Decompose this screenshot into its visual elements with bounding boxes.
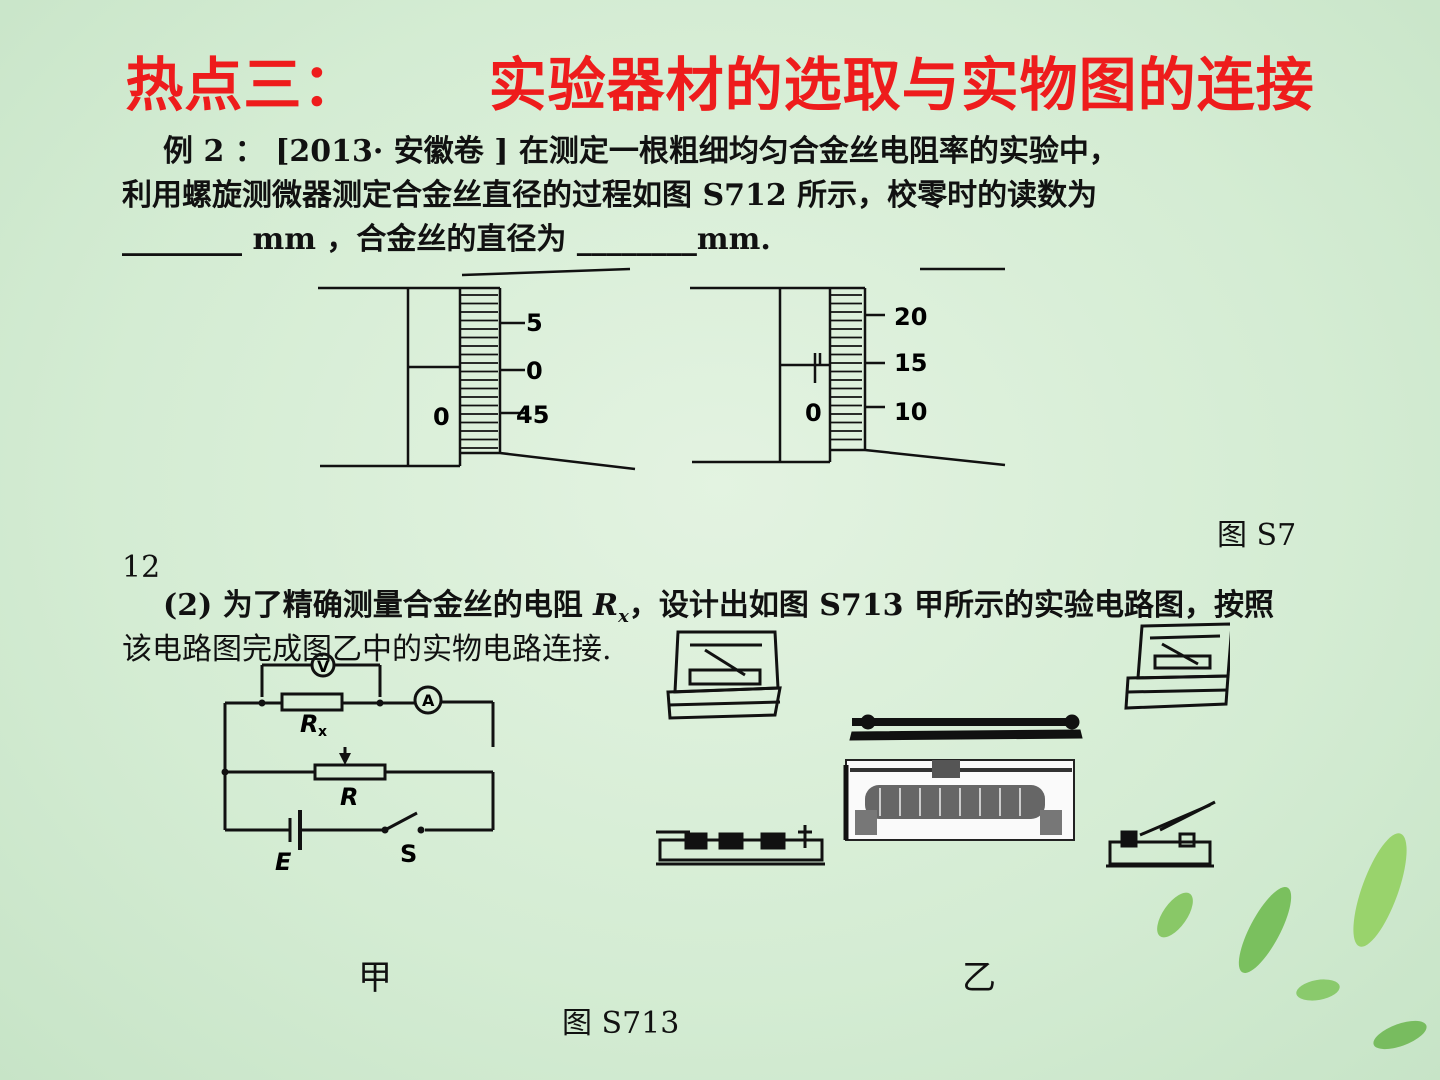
unit-text-2: mm. bbox=[696, 222, 771, 257]
slide-title: 热点三： 实验器材的选取与实物图的连接 bbox=[125, 51, 1315, 119]
rx-label: R bbox=[300, 710, 318, 738]
micrometer-figure: 5 0 45 0 20 15 10 0 bbox=[318, 267, 1006, 471]
battery-device-icon bbox=[656, 825, 825, 866]
part2-rest: ，设计出如图 S713 甲所示的实验电路图，按照 bbox=[628, 588, 1275, 623]
label-jia: 甲 bbox=[358, 958, 392, 998]
figure-s712-caption-wrap: 12 bbox=[122, 550, 161, 585]
figure-s712-caption: 图 S7 bbox=[1217, 518, 1297, 553]
answer-blank-1: ________ bbox=[122, 222, 242, 257]
switch-device-icon bbox=[1106, 800, 1216, 868]
micrometer-right-label-10: 10 bbox=[894, 398, 927, 426]
micrometer-left bbox=[318, 267, 636, 471]
part2-line-1: (2) 为了精确测量合金丝的电阻 Rx，设计出如图 S713 甲所示的实验电路图… bbox=[163, 584, 1274, 639]
circuit-diagram-jia: V A R x R E S bbox=[221, 652, 495, 876]
physical-components-yi bbox=[656, 622, 1230, 868]
voltmeter-device-icon bbox=[666, 630, 782, 720]
example-line-2: 利用螺旋测微器测定合金丝直径的过程如图 S712 所示，校零时的读数为 bbox=[122, 178, 1098, 213]
example-line-3: ________ mm ，合金丝的直径为 ________mm. bbox=[122, 218, 771, 262]
micrometer-right-label-20: 20 bbox=[894, 303, 927, 331]
alloy-wire-board-icon bbox=[849, 714, 1083, 741]
leaf-icon bbox=[1238, 887, 1292, 973]
switch-label: S bbox=[400, 840, 417, 868]
micrometer-left-label-45: 45 bbox=[516, 401, 549, 429]
rheostat-label: R bbox=[340, 783, 358, 811]
rheostat-device-icon bbox=[843, 759, 1075, 841]
answer-blank-2: ________ bbox=[576, 222, 697, 257]
micrometer-left-main-zero: 0 bbox=[433, 403, 450, 431]
leaf-icon bbox=[1296, 979, 1340, 1001]
part2-prefix: (2) 为了精确测量合金丝的电阻 bbox=[163, 588, 594, 623]
unit-text-1: mm ，合金丝的直径为 bbox=[242, 222, 577, 257]
label-yi: 乙 bbox=[962, 958, 996, 998]
micrometer-left-label-5: 5 bbox=[526, 309, 543, 337]
rx-subscript: x bbox=[618, 606, 629, 627]
rx-label-subscript: x bbox=[318, 724, 327, 740]
example-line-1: 例 2 ： [2013· 安徽卷 ] 在测定一根粗细均匀合金丝电阻率的实验中， bbox=[163, 134, 1119, 169]
figure-s713-caption: 图 S713 bbox=[562, 1006, 680, 1041]
leaf-icon bbox=[1157, 892, 1193, 938]
ammeter-symbol-label: A bbox=[422, 691, 435, 710]
voltmeter-symbol-label: V bbox=[317, 657, 330, 676]
micrometer-right-label-15: 15 bbox=[894, 349, 927, 377]
battery-label: E bbox=[275, 848, 292, 876]
leaf-icon bbox=[1353, 833, 1407, 947]
decorative-leaves bbox=[1157, 833, 1427, 1050]
micrometer-right-main-zero: 0 bbox=[805, 399, 822, 427]
part2-line-2: 该电路图完成图乙中的实物电路连接. bbox=[122, 632, 612, 667]
leaf-icon bbox=[1373, 1020, 1427, 1050]
micrometer-left-label-0: 0 bbox=[526, 357, 543, 385]
micrometer-right bbox=[690, 267, 1006, 467]
ammeter-device-icon bbox=[1124, 622, 1230, 710]
rx-symbol: R bbox=[593, 588, 619, 623]
